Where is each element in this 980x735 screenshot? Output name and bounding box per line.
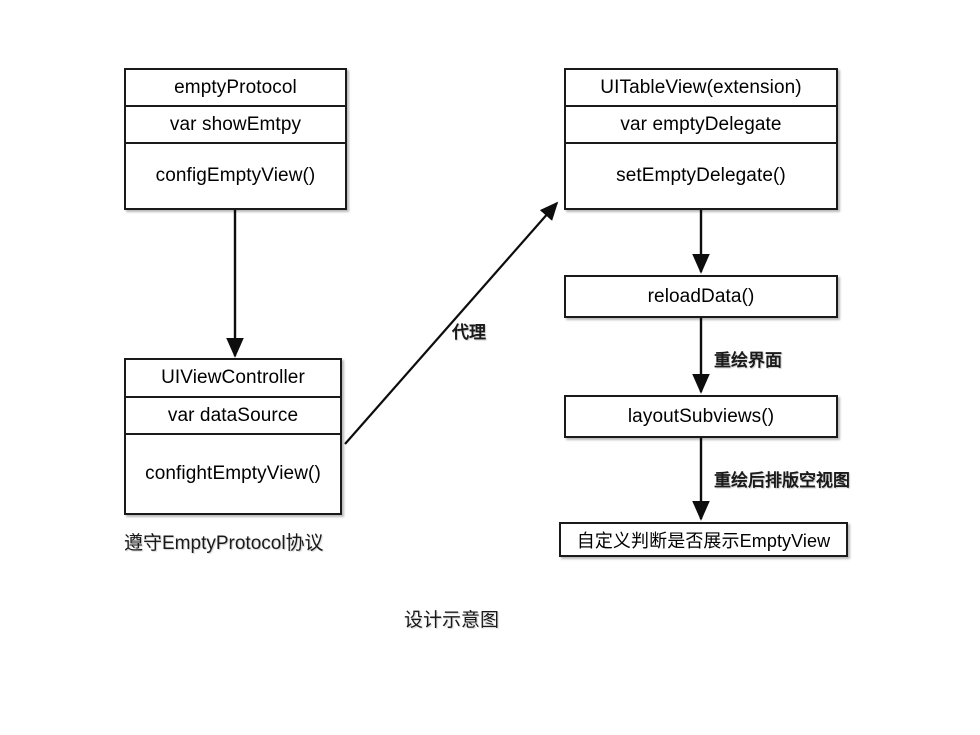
node-view-controller[interactable]: UIViewController var dataSource confight… <box>124 358 342 515</box>
node-reload-data-title: reloadData() <box>647 285 755 307</box>
note-view-controller: 遵守EmptyProtocol协议 <box>124 533 324 554</box>
node-empty-protocol-property: var showEmtpy <box>126 107 345 144</box>
node-empty-protocol-title: emptyProtocol <box>126 70 345 107</box>
node-table-view-method: setEmptyDelegate() <box>616 165 786 186</box>
node-view-controller-property: var dataSource <box>126 398 340 435</box>
node-table-view-title: UITableView(extension) <box>566 70 836 107</box>
node-layout-subviews[interactable]: layoutSubviews() <box>564 395 838 438</box>
node-custom-decision-title: 自定义判断是否展示EmptyView <box>576 530 831 551</box>
node-view-controller-title: UIViewController <box>126 360 340 398</box>
node-table-view-property: var emptyDelegate <box>566 107 836 144</box>
node-table-view[interactable]: UITableView(extension) var emptyDelegate… <box>564 68 838 210</box>
node-view-controller-method: confightEmptyView() <box>145 463 321 484</box>
node-empty-protocol-method: configEmptyView() <box>155 165 316 186</box>
edge-label-delegate: 代理 <box>452 323 486 342</box>
node-empty-protocol[interactable]: emptyProtocol var showEmtpy configEmptyV… <box>124 68 347 210</box>
node-reload-data[interactable]: reloadData() <box>564 275 838 318</box>
node-custom-decision[interactable]: 自定义判断是否展示EmptyView <box>559 522 848 557</box>
edge-label-redraw-ui: 重绘界面 <box>714 351 782 370</box>
figure-caption: 设计示意图 <box>404 610 500 631</box>
edge-label-redraw-layout-empty: 重绘后排版空视图 <box>714 471 850 490</box>
node-layout-subviews-title: layoutSubviews() <box>627 405 775 427</box>
arrow-controller-to-tableview <box>344 201 559 445</box>
